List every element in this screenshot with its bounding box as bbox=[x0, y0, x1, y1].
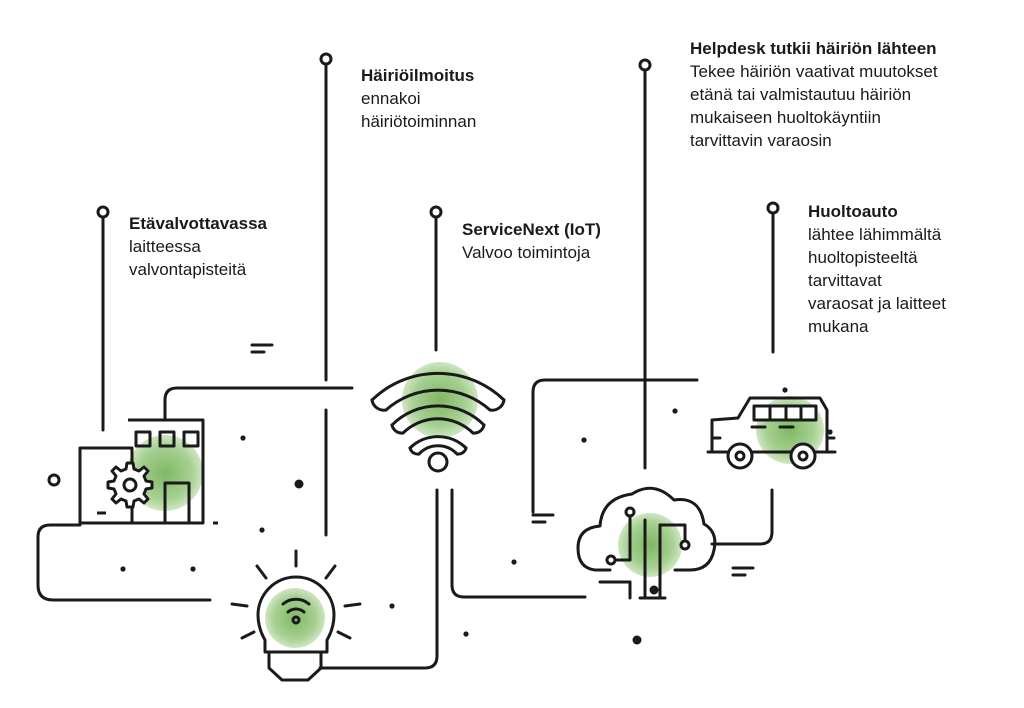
label-helpdesk-title: Helpdesk tutkii häiriön lähteen bbox=[690, 39, 937, 58]
label-huoltoauto-title: Huoltoauto bbox=[808, 202, 898, 221]
dash-marks bbox=[250, 343, 755, 577]
label-huoltoauto: Huoltoauto lähtee lähimmältä huoltopiste… bbox=[808, 200, 946, 338]
lightbulb-icon bbox=[230, 549, 362, 682]
label-huoltoauto-line: varaosat ja laitteet bbox=[808, 294, 946, 313]
label-hairioilmoitus-line: ennakoi bbox=[361, 89, 421, 108]
gear-icon bbox=[106, 461, 154, 509]
label-helpdesk-line: etänä tai valmistautuu häiriön bbox=[690, 85, 912, 104]
label-etavalvonta: Etävalvottavassa laitteessa valvontapist… bbox=[129, 212, 267, 281]
label-hairioilmoitus-title: Häiriöilmoitus bbox=[361, 66, 475, 85]
label-etavalvonta-line: valvontapisteitä bbox=[129, 260, 247, 279]
label-servicenext: ServiceNext (IoT) Valvoo toimintoja bbox=[462, 218, 601, 264]
label-etavalvonta-title: Etävalvottavassa bbox=[129, 214, 267, 233]
connector-lines bbox=[36, 58, 775, 670]
label-servicenext-line: Valvoo toimintoja bbox=[462, 243, 591, 262]
label-helpdesk-line: tarvittavin varaosin bbox=[690, 131, 832, 150]
label-etavalvonta-line: laitteessa bbox=[129, 237, 201, 256]
label-huoltoauto-line: mukana bbox=[808, 317, 869, 336]
label-huoltoauto-line: huoltopisteeltä bbox=[808, 248, 918, 267]
label-helpdesk-line: Tekee häiriön vaativat muutokset bbox=[690, 62, 938, 81]
label-servicenext-title: ServiceNext (IoT) bbox=[462, 220, 601, 239]
factory-icon bbox=[78, 418, 218, 525]
label-huoltoauto-line: lähtee lähimmältä bbox=[808, 225, 942, 244]
cloud-circuit-icon bbox=[576, 486, 717, 600]
pin-heads bbox=[47, 52, 780, 487]
label-hairioilmoitus: Häiriöilmoitus ennakoi häiriötoiminnan bbox=[361, 64, 476, 133]
label-huoltoauto-line: tarvittavat bbox=[808, 271, 882, 290]
van-icon bbox=[706, 396, 837, 470]
label-helpdesk: Helpdesk tutkii häiriön lähteen Tekee hä… bbox=[690, 37, 938, 152]
wifi-icon bbox=[370, 371, 506, 473]
decorations bbox=[120, 387, 833, 645]
label-hairioilmoitus-line: häiriötoiminnan bbox=[361, 112, 477, 131]
label-helpdesk-line: mukaiseen huoltokäyntiin bbox=[690, 108, 881, 127]
